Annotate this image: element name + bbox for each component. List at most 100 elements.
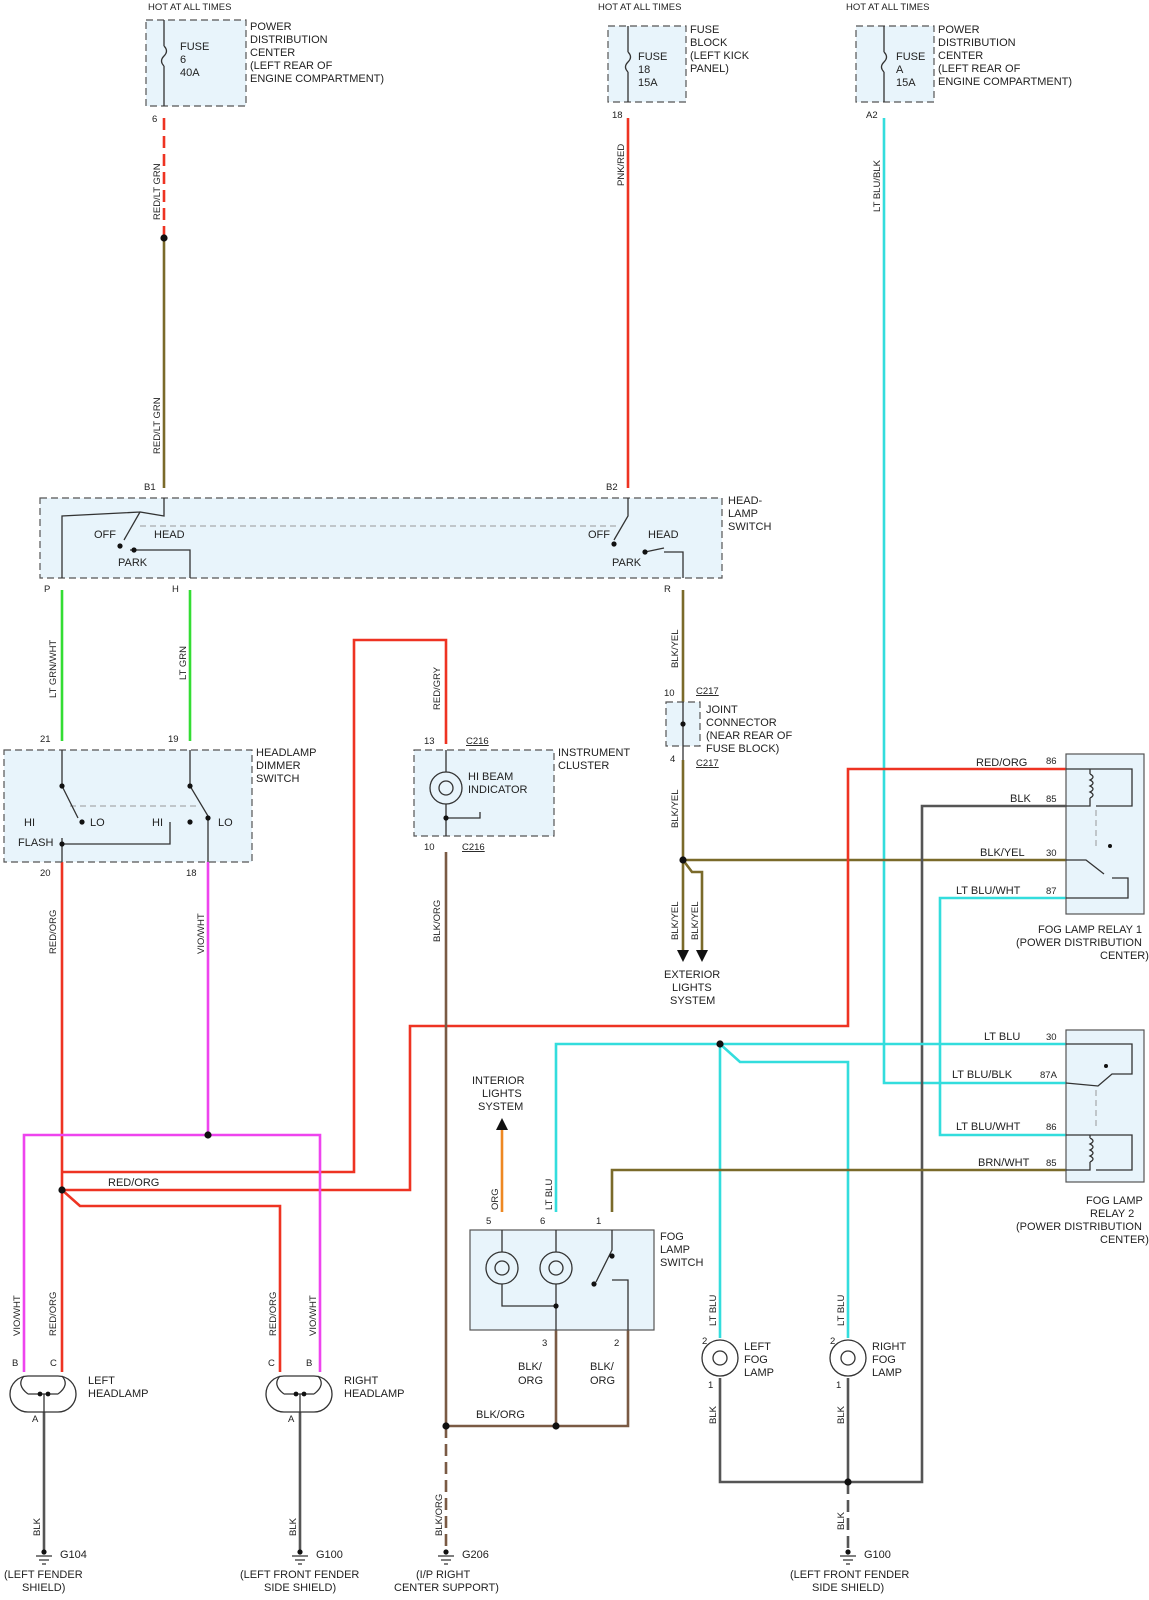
svg-text:BLK/YEL: BLK/YEL: [670, 789, 681, 828]
svg-text:RED/ORG: RED/ORG: [976, 757, 1027, 769]
svg-text:RIGHT: RIGHT: [872, 1341, 907, 1353]
svg-text:10: 10: [664, 688, 675, 699]
svg-text:LIGHTS: LIGHTS: [482, 1088, 522, 1100]
svg-text:JOINT: JOINT: [706, 704, 738, 716]
svg-text:ENGINE COMPARTMENT): ENGINE COMPARTMENT): [938, 76, 1072, 88]
svg-text:4: 4: [670, 754, 675, 765]
svg-text:(LEFT REAR OF: (LEFT REAR OF: [938, 63, 1021, 75]
headlamp-switch: OFF HEAD PARK OFF HEAD PARK HEAD- LAMP S…: [39, 482, 771, 595]
svg-text:PARK: PARK: [118, 557, 148, 569]
svg-text:LT GRN/WHT: LT GRN/WHT: [48, 640, 59, 698]
svg-text:18: 18: [186, 868, 197, 879]
svg-text:DISTRIBUTION: DISTRIBUTION: [938, 37, 1016, 49]
svg-text:C217: C217: [696, 758, 719, 769]
svg-text:INTERIOR: INTERIOR: [472, 1075, 525, 1087]
svg-text:PNK/RED: PNK/RED: [616, 144, 627, 186]
svg-text:HOT AT ALL TIMES: HOT AT ALL TIMES: [846, 2, 929, 13]
svg-text:DISTRIBUTION: DISTRIBUTION: [250, 34, 328, 46]
svg-text:CLUSTER: CLUSTER: [558, 760, 609, 772]
svg-text:SYSTEM: SYSTEM: [478, 1101, 523, 1113]
svg-text:FLASH: FLASH: [18, 837, 54, 849]
wire-blk-fog-grounds: [718, 1378, 850, 1484]
wire-blk-org-fogsw: [446, 1330, 630, 1428]
svg-text:BLK/ORG: BLK/ORG: [476, 1409, 525, 1421]
svg-text:FOG: FOG: [744, 1354, 768, 1366]
svg-text:BLK/: BLK/: [590, 1361, 615, 1373]
svg-text:CENTER: CENTER: [250, 47, 295, 59]
svg-text:B2: B2: [606, 482, 618, 493]
wire-red-org-relay: [62, 767, 1066, 1192]
wire-labels: RED/LT GRN RED/LT GRN PNK/RED LT BLU/BLK…: [12, 144, 1031, 1536]
svg-text:HI: HI: [152, 817, 163, 829]
svg-text:FUSE: FUSE: [638, 51, 667, 63]
svg-text:RED/ORG: RED/ORG: [48, 1292, 59, 1336]
svg-text:FUSE BLOCK): FUSE BLOCK): [706, 743, 779, 755]
svg-text:2: 2: [830, 1336, 835, 1347]
svg-text:SIDE SHIELD): SIDE SHIELD): [812, 1582, 884, 1594]
svg-text:(POWER DISTRIBUTION: (POWER DISTRIBUTION: [1016, 1221, 1142, 1233]
svg-text:ORG: ORG: [518, 1375, 543, 1387]
svg-text:HI: HI: [24, 817, 35, 829]
svg-text:CENTER): CENTER): [1100, 950, 1149, 962]
svg-text:RED/LT GRN: RED/LT GRN: [152, 163, 163, 220]
wire-lt-blu-wht: [938, 896, 1066, 1137]
svg-text:SWITCH: SWITCH: [728, 521, 771, 533]
arrow-exterior-2: [696, 950, 708, 962]
splice-dot: [58, 1186, 66, 1194]
svg-text:H: H: [172, 584, 179, 595]
svg-text:BLK/YEL: BLK/YEL: [980, 847, 1025, 859]
svg-text:LEFT: LEFT: [744, 1341, 771, 1353]
svg-text:FUSE: FUSE: [690, 24, 719, 36]
svg-text:FUSE: FUSE: [896, 51, 925, 63]
splice-dot: [160, 234, 168, 242]
svg-text:HEAD: HEAD: [154, 529, 185, 541]
svg-text:RED/ORG: RED/ORG: [48, 910, 59, 954]
svg-text:POWER: POWER: [938, 24, 980, 36]
joint-connector: JOINT CONNECTOR (NEAR REAR OF FUSE BLOCK…: [664, 686, 792, 769]
svg-text:40A: 40A: [180, 67, 200, 79]
svg-text:B: B: [12, 1358, 18, 1369]
left-headlamp: LEFT HEADLAMP B C A: [9, 1358, 149, 1425]
svg-text:RELAY 2: RELAY 2: [1090, 1208, 1134, 1220]
svg-text:18: 18: [612, 110, 623, 121]
svg-text:1: 1: [708, 1380, 713, 1391]
wire-lt-blu-blk: [882, 118, 1066, 1085]
wire-red-gry: [62, 638, 448, 1174]
instrument-cluster: HI BEAM INDICATOR INSTRUMENT CLUSTER 13 …: [413, 736, 630, 853]
svg-text:BLK: BLK: [288, 1517, 299, 1536]
svg-text:13: 13: [424, 736, 435, 747]
svg-text:INDICATOR: INDICATOR: [468, 784, 528, 796]
svg-text:BLK/YEL: BLK/YEL: [670, 901, 681, 940]
svg-text:G100: G100: [316, 1549, 343, 1561]
svg-text:HI BEAM: HI BEAM: [468, 771, 513, 783]
svg-text:(LEFT FRONT FENDER: (LEFT FRONT FENDER: [240, 1569, 359, 1581]
fog-lamp-switch: FOG LAMP SWITCH 5 6 1 3 2: [469, 1216, 703, 1349]
svg-text:C217: C217: [696, 686, 719, 697]
splice-dot: [716, 1040, 724, 1048]
svg-text:HOT AT ALL TIMES: HOT AT ALL TIMES: [148, 2, 231, 13]
svg-text:R: R: [664, 584, 671, 595]
fuse-18-box: HOT AT ALL TIMES FUSE 18 15A FUSE BLOCK …: [598, 2, 750, 121]
svg-text:OFF: OFF: [588, 529, 610, 541]
svg-text:LO: LO: [218, 817, 233, 829]
svg-text:A: A: [896, 64, 904, 76]
ground-g100-left: G100 (LEFT FRONT FENDER SIDE SHIELD): [240, 1549, 359, 1594]
svg-text:OFF: OFF: [94, 529, 116, 541]
fuse-6-box: HOT AT ALL TIMES FUSE 6 40A POWER DISTRI…: [145, 2, 384, 125]
svg-text:SHIELD): SHIELD): [22, 1582, 65, 1594]
svg-text:2: 2: [702, 1336, 707, 1347]
svg-text:RIGHT: RIGHT: [344, 1375, 379, 1387]
svg-text:(NEAR REAR OF: (NEAR REAR OF: [706, 730, 792, 742]
svg-text:BLK/YEL: BLK/YEL: [670, 629, 681, 668]
right-fog-lamp: RIGHT FOG LAMP 2 1: [829, 1336, 907, 1391]
svg-text:VIO/WHT: VIO/WHT: [196, 913, 207, 954]
svg-text:(LEFT FRONT FENDER: (LEFT FRONT FENDER: [790, 1569, 909, 1581]
svg-text:RED/ORG: RED/ORG: [108, 1177, 159, 1189]
ground-g206: G206 (I/P RIGHT CENTER SUPPORT): [394, 1549, 499, 1594]
svg-text:BLOCK: BLOCK: [690, 37, 728, 49]
svg-text:PARK: PARK: [612, 557, 642, 569]
svg-text:HOT AT ALL TIMES: HOT AT ALL TIMES: [598, 2, 681, 13]
svg-text:20: 20: [40, 868, 51, 879]
splice-dot: [442, 1422, 450, 1430]
svg-text:2: 2: [614, 1338, 619, 1349]
